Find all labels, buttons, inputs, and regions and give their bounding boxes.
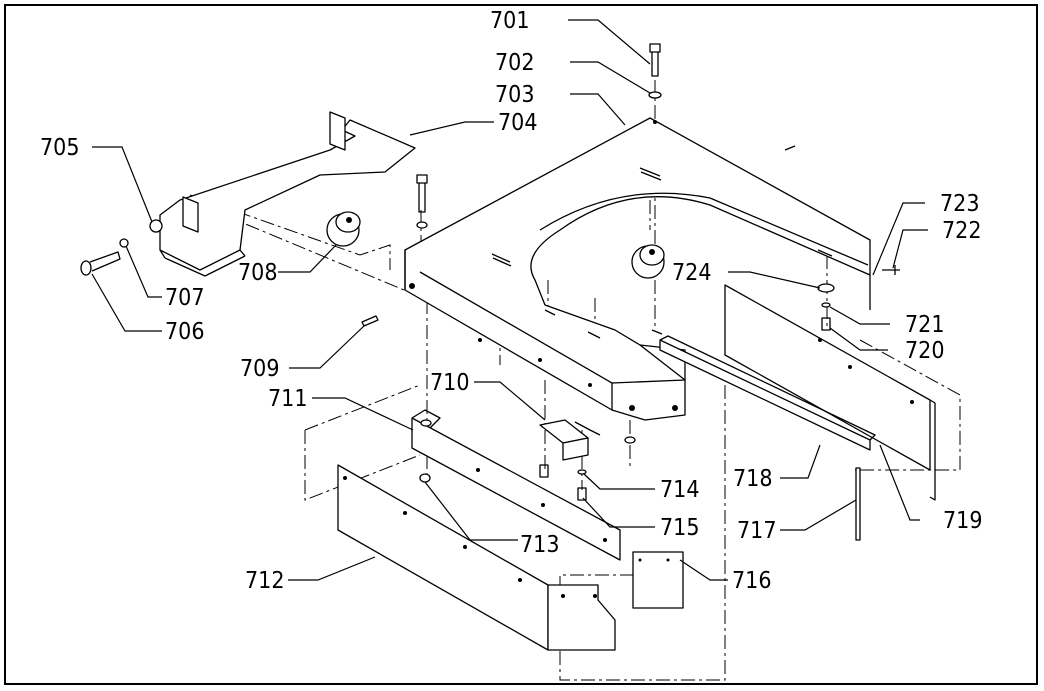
part-706-bolt <box>80 251 121 276</box>
callout-722: 722 <box>942 218 982 244</box>
callout-719: 719 <box>943 508 983 534</box>
callout-718: 718 <box>733 466 773 492</box>
part-724-washer <box>817 283 835 293</box>
part-722-bolt <box>882 265 900 275</box>
part-718-strip <box>659 335 876 451</box>
callout-712: 712 <box>245 568 285 594</box>
callout-720: 720 <box>905 338 945 364</box>
part-717-rod <box>855 467 861 541</box>
bolt-vertical <box>416 174 428 229</box>
callout-723: 723 <box>940 191 980 217</box>
callout-716: 716 <box>732 568 772 594</box>
callout-707: 707 <box>165 285 205 311</box>
washer-lower-1 <box>624 436 636 444</box>
plate-holes <box>409 120 678 411</box>
drawing-frame <box>4 4 1038 685</box>
part-724-roller <box>631 244 665 279</box>
plate-slots <box>491 167 833 339</box>
callout-701: 701 <box>490 8 530 34</box>
callout-708: 708 <box>238 260 278 286</box>
part-711-angle-bar <box>411 409 621 561</box>
part-703-main-plate <box>404 117 871 421</box>
part-705-washer <box>149 219 163 233</box>
callout-713: 713 <box>520 532 560 558</box>
callout-714: 714 <box>660 477 700 503</box>
part-713-nut <box>419 473 431 483</box>
pin-top <box>784 145 796 151</box>
callout-710: 710 <box>430 370 470 396</box>
callout-703: 703 <box>495 82 535 108</box>
part-701-bolt <box>649 43 661 77</box>
part-709-pin <box>361 315 379 327</box>
part-720-bolt <box>821 317 831 331</box>
bolt-lower-2 <box>539 464 549 478</box>
callout-717: 717 <box>737 518 777 544</box>
callout-715: 715 <box>660 515 700 541</box>
part-712-front-panel <box>337 464 616 651</box>
callout-724: 724 <box>672 260 712 286</box>
part-702-washer <box>648 91 662 99</box>
part-715-bolt <box>577 487 587 501</box>
part-707-washer <box>119 238 129 248</box>
part-719-side-panel <box>724 284 936 501</box>
part-704-bracket-arm <box>159 111 416 277</box>
part-714-washer <box>577 469 587 475</box>
callout-labels: 701 702 703 704 705 706 707 708 709 710 … <box>40 8 983 594</box>
part-721-washer <box>821 302 831 308</box>
callout-704: 704 <box>498 110 538 136</box>
part-710-bracket <box>539 419 601 461</box>
callout-721: 721 <box>905 312 945 338</box>
callout-702: 702 <box>495 50 535 76</box>
callout-705: 705 <box>40 135 80 161</box>
callout-709: 709 <box>240 356 280 382</box>
callout-711: 711 <box>268 386 308 412</box>
part-716-plate <box>632 551 684 609</box>
part-708-roller <box>326 211 361 247</box>
leader-lines <box>91 19 928 581</box>
callout-706: 706 <box>165 319 205 345</box>
nut-711 <box>420 419 432 427</box>
